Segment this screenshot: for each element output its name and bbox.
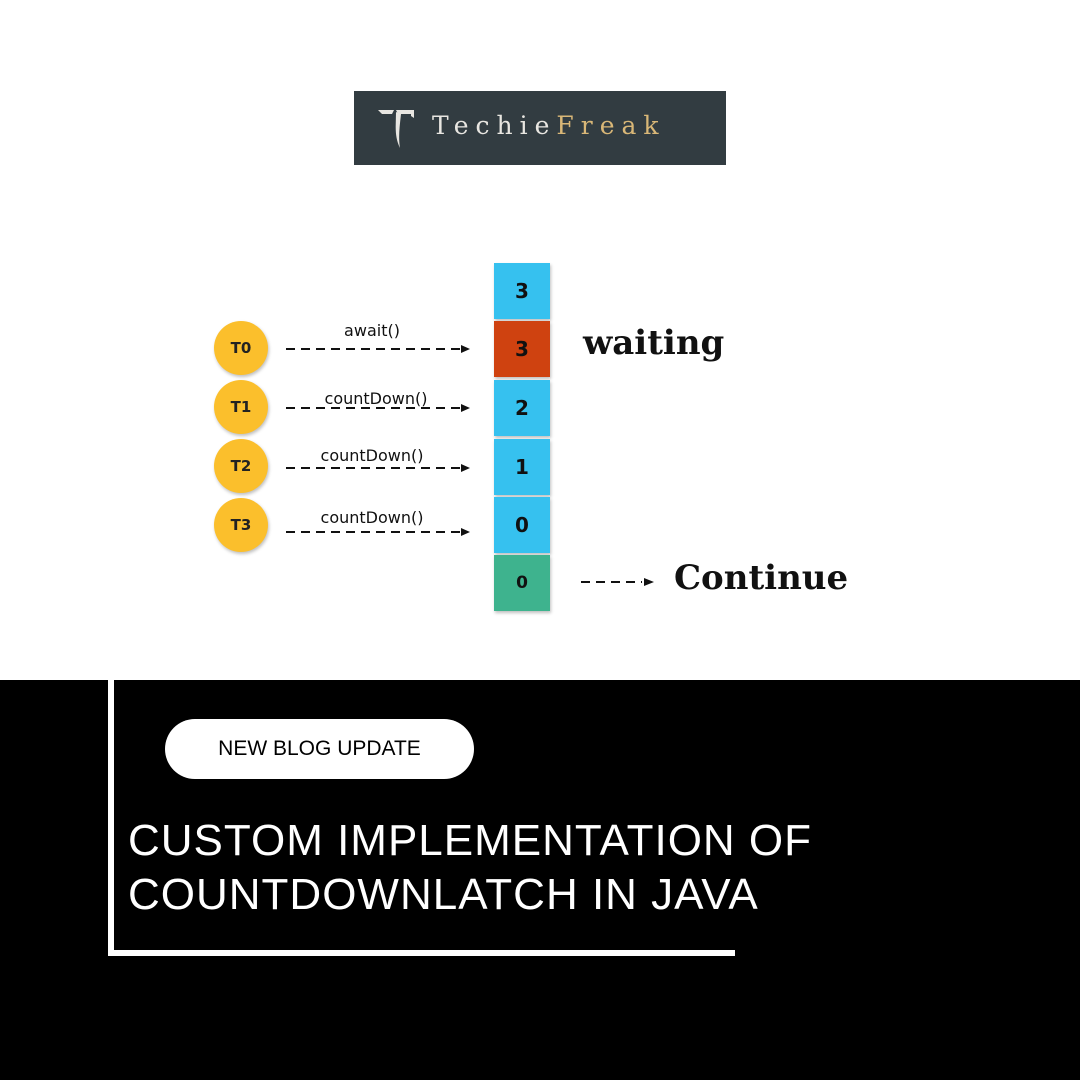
waiting-label: waiting [583,323,725,363]
operation-label-t2: countDown() [320,446,424,465]
operation-label-t1: countDown() [324,389,428,408]
blog-title-line-2: COUNTDOWNLATCH IN JAVA [128,870,759,919]
arrowhead-t0 [461,345,470,353]
blog-title-line-1: CUSTOM IMPLEMENTATION OF [128,816,813,865]
logo-text: TechieFreak [432,111,666,140]
counter-box-released: 0 [494,555,550,611]
logo-mark-icon [378,110,414,148]
new-blog-update-badge: NEW BLOG UPDATE [165,719,474,779]
countdownlatch-diagram: T0 T1 T2 T3 await() countDown() countDow… [214,263,849,611]
operation-label-t3: countDown() [320,508,424,527]
counter-box-initial: 3 [494,263,550,319]
arrowhead-continue [644,578,654,586]
counter-box-2: 2 [494,380,550,436]
frame-line-left [108,680,114,956]
frame-line-bottom [108,950,735,956]
techiefreak-logo: TechieFreak [354,91,726,165]
operation-label-t0: await() [344,321,400,340]
counter-box-0: 0 [494,497,550,553]
arrowhead-t3 [461,528,470,536]
continue-label: Continue [674,558,849,598]
arrowhead-t2 [461,464,470,472]
counter-box-waiting: 3 [494,321,550,377]
thread-t0: T0 [214,321,268,375]
thread-t2: T2 [214,439,268,493]
arrowhead-t1 [461,404,470,412]
thread-t3: T3 [214,498,268,552]
blog-title: CUSTOM IMPLEMENTATION OF COUNTDOWNLATCH … [128,814,1028,922]
counter-box-1: 1 [494,439,550,495]
diagram-arrows [286,345,654,586]
thread-t1: T1 [214,380,268,434]
